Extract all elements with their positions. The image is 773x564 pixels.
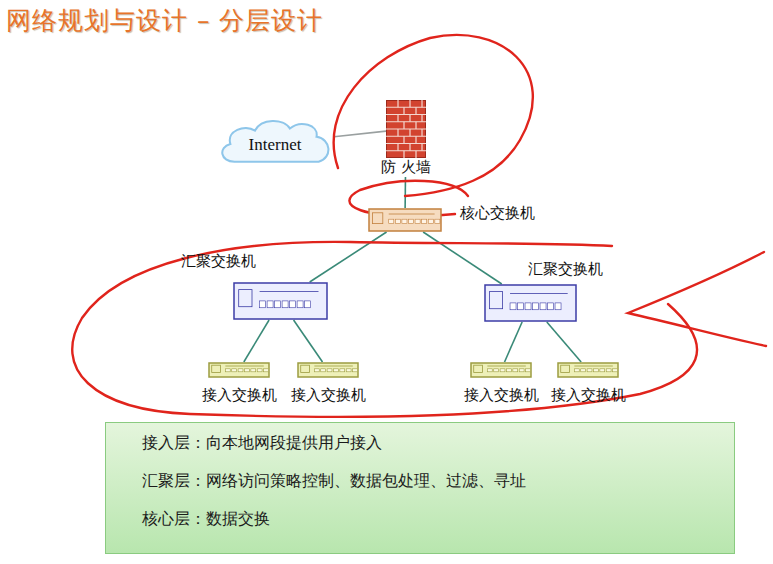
access-switch: 接入交换机 <box>297 362 359 378</box>
device-label: 核心交换机 <box>460 204 535 223</box>
layer-role: ：网络访问策略控制、数据包处理、过滤、寻址 <box>190 471 526 490</box>
agg-graphic <box>233 282 328 320</box>
fw-graphic <box>386 100 426 158</box>
link-line <box>244 320 269 362</box>
acc-graphic <box>208 362 270 378</box>
layer-row: 汇聚层：网络访问策略控制、数据包处理、过滤、寻址 <box>142 471 526 492</box>
device-label: 接入交换机 <box>202 386 277 405</box>
link-line <box>294 320 323 362</box>
link-line <box>310 232 387 282</box>
access-switch: 接入交换机 <box>557 362 619 378</box>
layer-role: ：向本地网段提供用户接入 <box>190 433 382 452</box>
agg-graphic <box>484 284 577 322</box>
device-label: 接入交换机 <box>551 386 626 405</box>
core-switch: 核心交换机 <box>368 208 442 232</box>
device-label: 汇聚交换机 <box>528 260 603 279</box>
red-scribble <box>334 35 533 196</box>
firewall-icon: 防 火墙 <box>386 100 426 158</box>
link-line <box>505 322 523 362</box>
link-line <box>334 131 386 137</box>
cloud-label: Internet <box>249 135 302 155</box>
layer-role: ：数据交换 <box>190 509 270 528</box>
acc-graphic <box>557 362 619 378</box>
red-scribble <box>72 242 697 417</box>
access-switch: 接入交换机 <box>470 362 532 378</box>
acc-graphic <box>470 362 532 378</box>
layer-name: 汇聚层 <box>142 471 190 490</box>
device-label: 接入交换机 <box>291 386 366 405</box>
device-label: 接入交换机 <box>464 386 539 405</box>
device-label: 汇聚交换机 <box>181 252 256 271</box>
layer-row: 核心层：数据交换 <box>142 509 270 530</box>
aggregation-switch: 汇聚交换机 <box>484 284 577 322</box>
link-line <box>423 232 502 284</box>
page-title: 网络规划与设计 – 分层设计 <box>6 4 323 37</box>
red-arrow <box>628 252 766 346</box>
layer-name: 接入层 <box>142 433 190 452</box>
layer-row: 接入层：向本地网段提供用户接入 <box>142 433 382 454</box>
internet-cloud: Internet <box>216 116 334 170</box>
device-label: 防 火墙 <box>379 158 433 177</box>
layer-name: 核心层 <box>142 509 190 528</box>
acc-graphic <box>297 362 359 378</box>
aggregation-switch: 汇聚交换机 <box>233 282 328 320</box>
core-graphic <box>368 208 442 232</box>
access-switch: 接入交换机 <box>208 362 270 378</box>
layer-notes-box: 接入层：向本地网段提供用户接入汇聚层：网络访问策略控制、数据包处理、过滤、寻址核… <box>105 422 735 554</box>
link-line <box>547 322 581 362</box>
